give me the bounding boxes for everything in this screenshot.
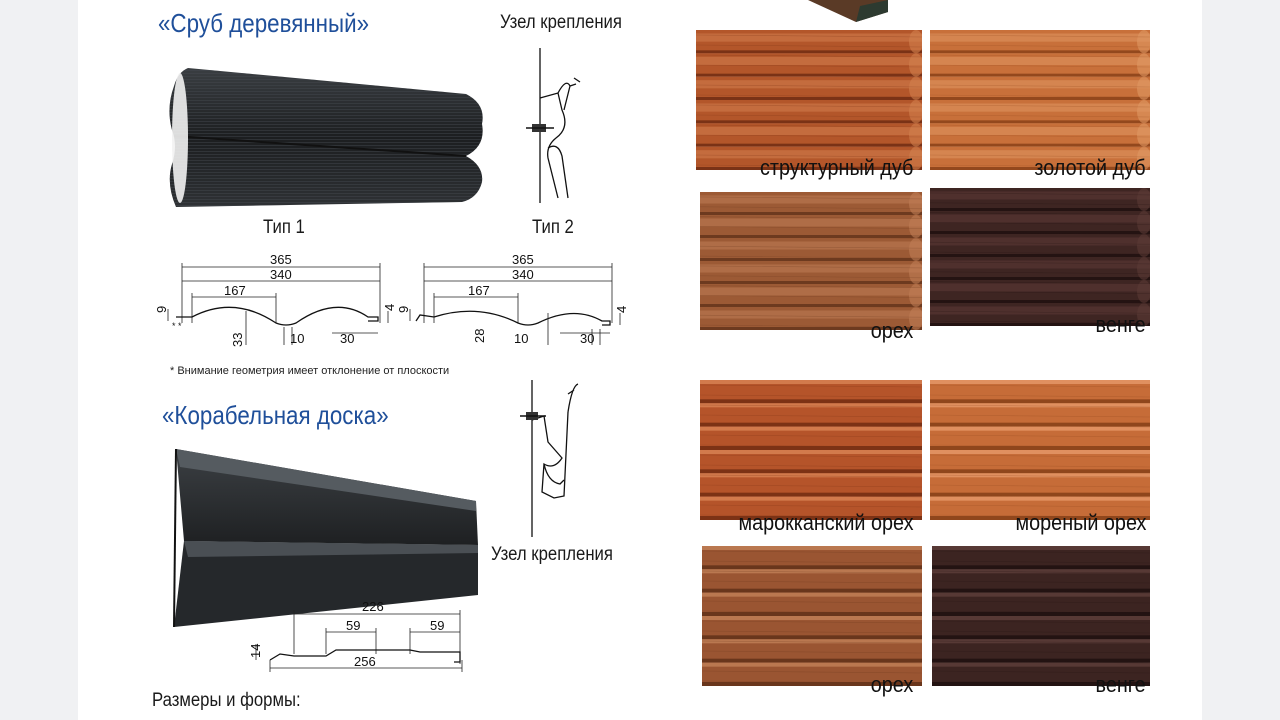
dim-9-t2: 9 xyxy=(398,306,411,313)
board-swatch-4 xyxy=(932,546,1150,686)
board-swatch-caption-1: марокканский орех xyxy=(737,510,913,535)
dim-stars: * * xyxy=(172,321,182,331)
log-swatch-caption-1: структурный дуб xyxy=(759,155,913,180)
dim-365: 365 xyxy=(270,252,292,267)
dim-340: 340 xyxy=(270,267,292,282)
board-panel-image xyxy=(173,448,478,628)
mount-detail-sruba xyxy=(526,48,581,203)
dim-256: 256 xyxy=(354,654,376,669)
dim-365-t2: 365 xyxy=(512,252,534,267)
dim-167-t2: 167 xyxy=(468,283,490,298)
dim-10-t2: 10 xyxy=(514,331,528,346)
type1-drawing: 365 340 167 9 4 33 10 30 * * xyxy=(156,252,396,347)
dim-28: 28 xyxy=(472,329,487,343)
log-swatch-caption-3: орех xyxy=(870,318,913,343)
section-title-korabel: «Корабельная доска» xyxy=(162,400,389,430)
section-title-sruba: «Сруб деревянный» xyxy=(158,8,370,38)
board-swatch-3 xyxy=(702,546,922,686)
dim-167: 167 xyxy=(224,283,246,298)
roof-corner-image xyxy=(808,0,888,22)
geometry-note: * Внимание геометрия имеет отклонение от… xyxy=(170,365,450,377)
dim-4-t2: 4 xyxy=(614,306,629,313)
type2-drawing: 365 340 167 9 4 28 10 30 xyxy=(398,252,629,346)
dim-10: 10 xyxy=(290,331,304,346)
dim-30: 30 xyxy=(340,331,354,346)
mount-label-sruba: Узел крепления xyxy=(500,12,622,33)
catalog-page: «Сруб деревянный» Узел крепления Тип 1 Т… xyxy=(78,0,1202,720)
dim-340-t2: 340 xyxy=(512,267,534,282)
log-swatch-1 xyxy=(696,30,922,170)
dim-4: 4 xyxy=(382,304,396,311)
dim-9: 9 xyxy=(156,306,169,313)
dim-59-left: 59 xyxy=(346,618,360,633)
dim-14: 14 xyxy=(250,644,263,658)
mount-detail-korabel xyxy=(520,380,579,537)
mount-label-korabel: Узел крепления xyxy=(491,544,613,565)
board-swatch-caption-2: мореный орех xyxy=(1015,510,1146,535)
log-swatch-4 xyxy=(930,188,1150,326)
board-swatch-caption-3: орех xyxy=(870,672,913,697)
dim-226: 226 xyxy=(362,599,384,614)
log-swatch-2 xyxy=(930,30,1150,170)
footer-sizes: Размеры и формы: xyxy=(152,690,301,711)
log-swatch-caption-4: венге xyxy=(1095,312,1146,337)
board-swatch-1 xyxy=(700,380,922,520)
log-swatch-caption-2: золотой дуб xyxy=(1034,155,1146,180)
dim-33: 33 xyxy=(230,333,245,347)
board-swatch-2 xyxy=(930,380,1150,520)
dim-30-t2: 30 xyxy=(580,331,594,346)
dim-59-right: 59 xyxy=(430,618,444,633)
type2-label: Тип 2 xyxy=(532,217,574,238)
log-swatch-3 xyxy=(700,192,922,330)
board-drawing: 226 59 59 14 256 xyxy=(250,599,463,672)
board-swatch-caption-4: венге xyxy=(1095,672,1146,697)
type1-label: Тип 1 xyxy=(263,217,305,238)
log-panel-image xyxy=(169,68,483,207)
